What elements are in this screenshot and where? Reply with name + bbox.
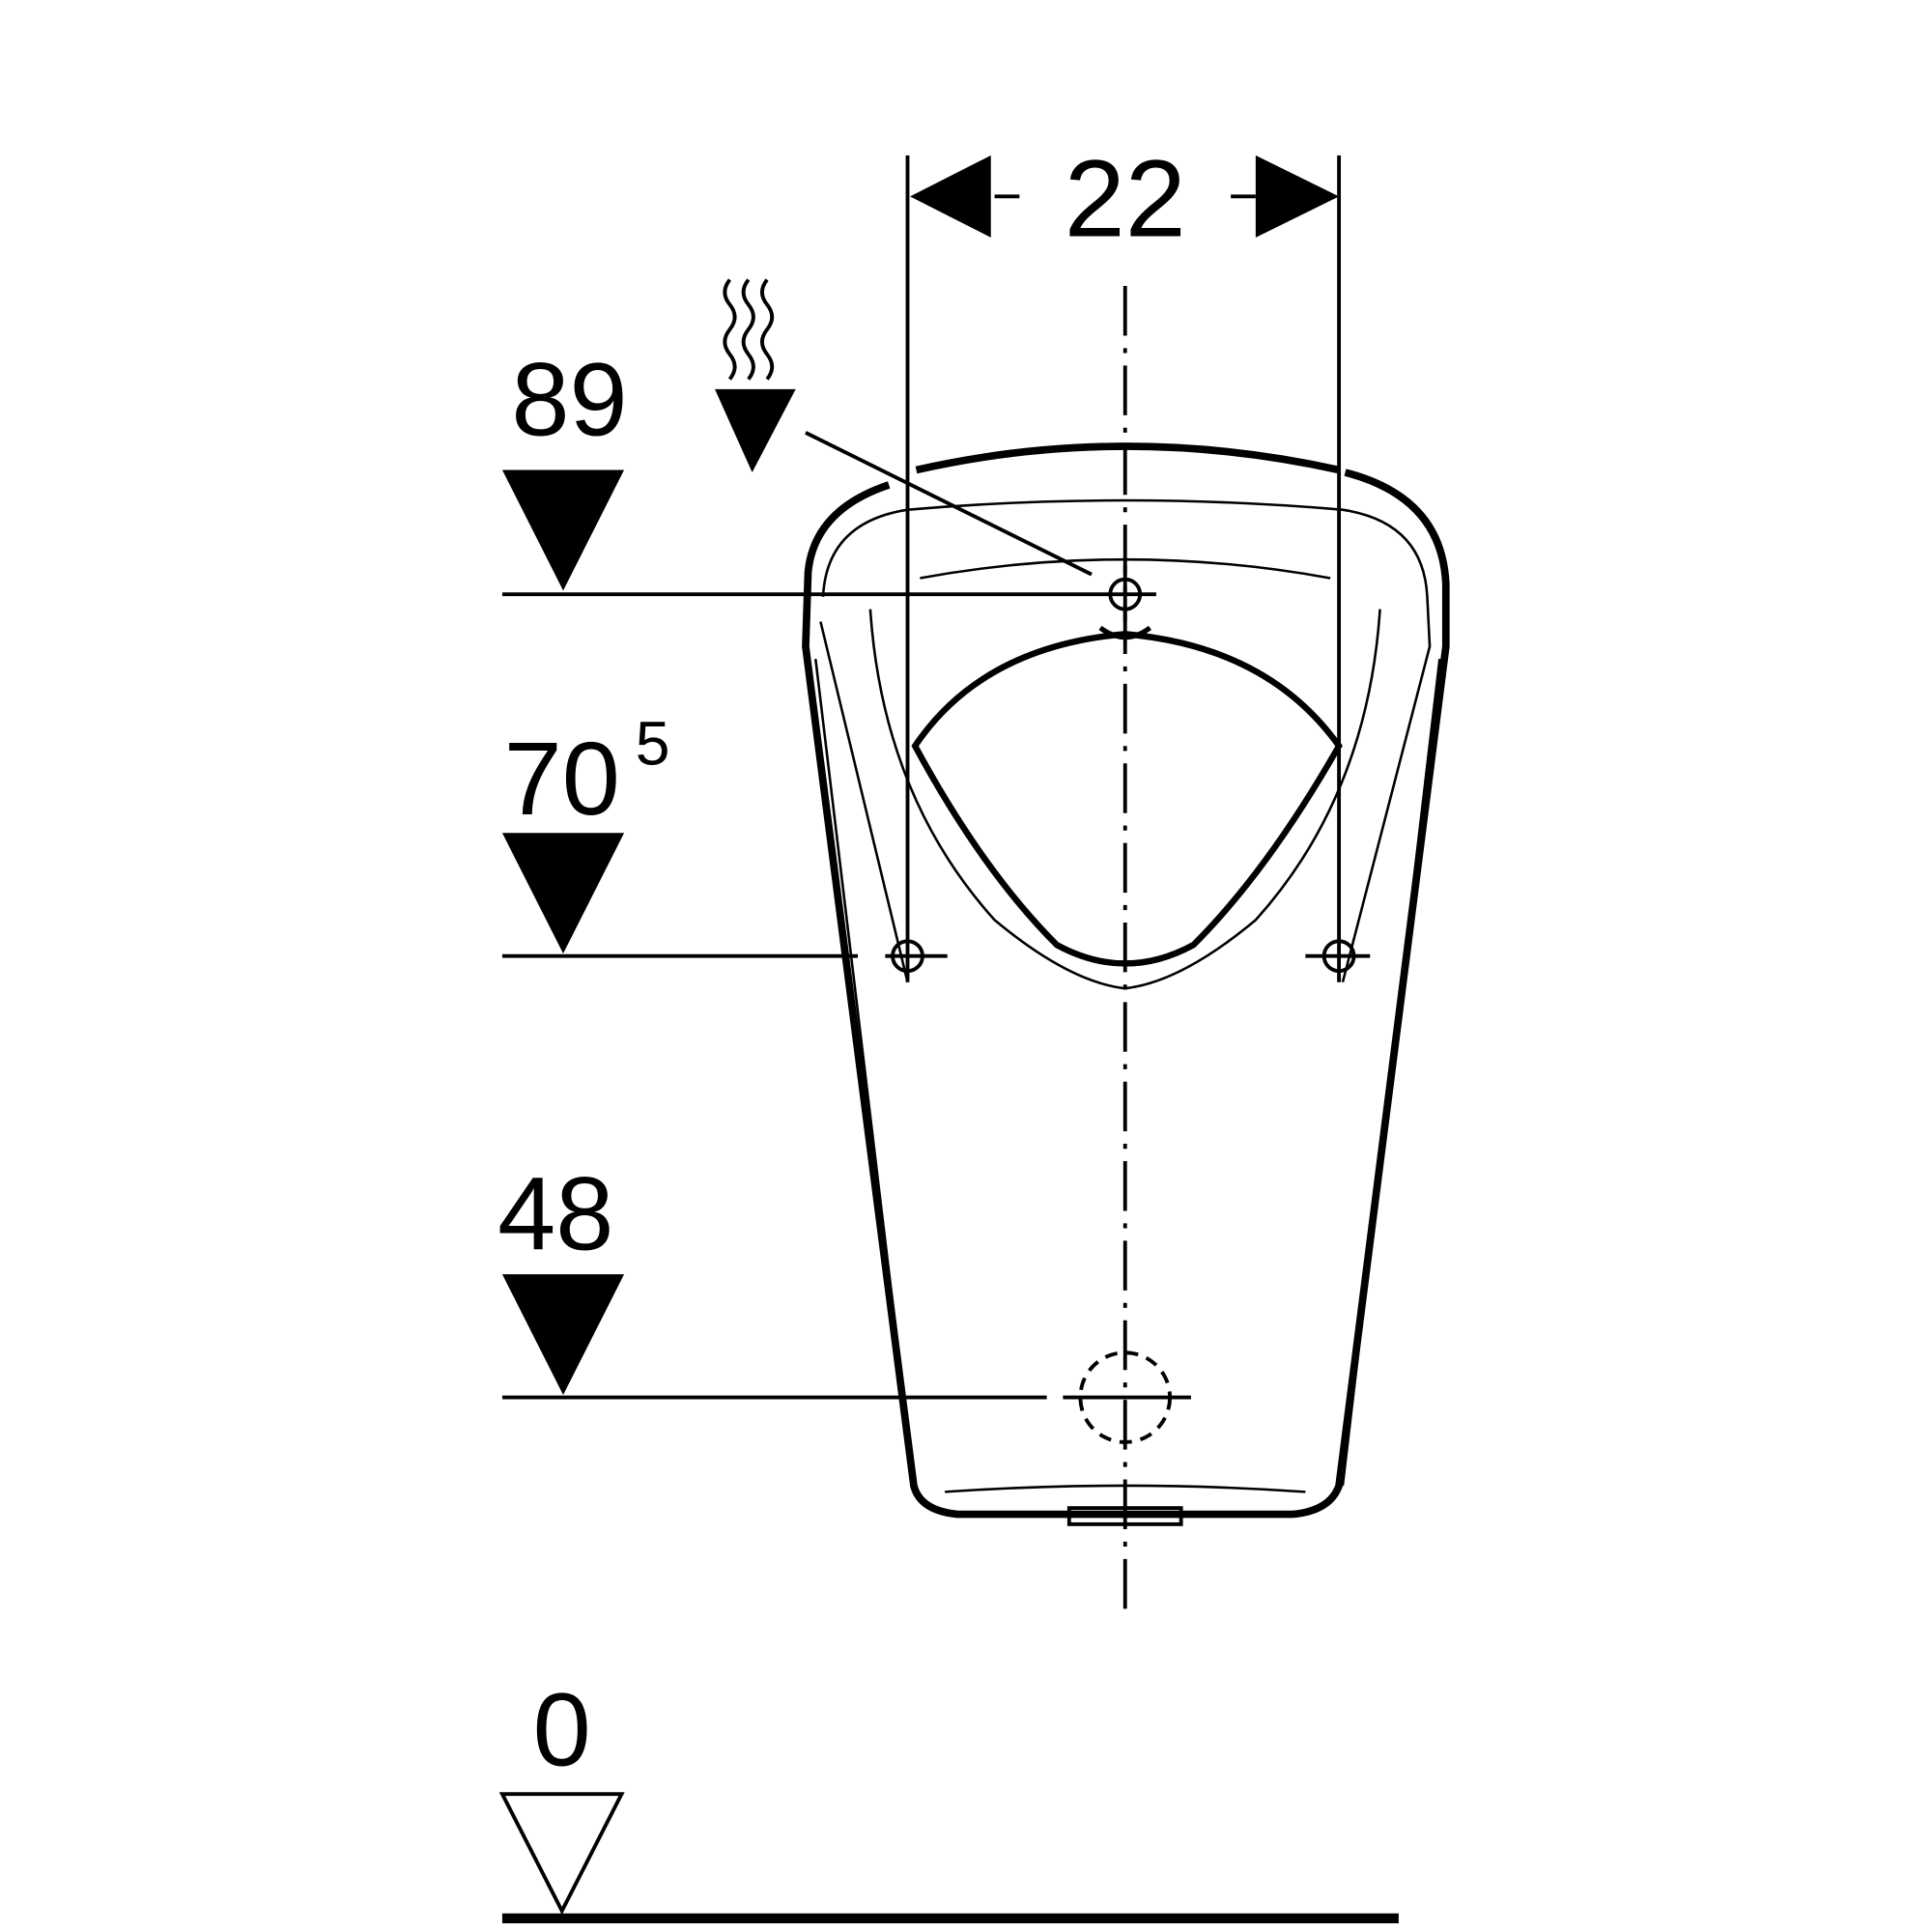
level-0-label: 0 — [533, 1671, 591, 1788]
level-48-label: 48 — [497, 1154, 613, 1271]
dimension-arrow-left — [910, 155, 991, 238]
water-supply-icon — [723, 278, 1093, 577]
level-70-label: 70 — [504, 720, 620, 837]
dimension-arrow-right — [1255, 155, 1340, 238]
width-dimension — [905, 155, 1342, 982]
water-supply-arrow-icon — [715, 388, 796, 473]
fixing-point-markers — [885, 565, 1371, 1444]
level-marker-48 — [501, 1274, 625, 1396]
level-marker-0 — [498, 1792, 625, 1916]
level-marker-70-5 — [501, 833, 625, 954]
level-89-label: 89 — [511, 340, 627, 457]
width-dimension-label: 22 — [1065, 137, 1186, 260]
level-marker-89 — [501, 469, 625, 591]
level-70-superscript: 5 — [636, 709, 670, 779]
urinal-outline — [802, 442, 1450, 1526]
